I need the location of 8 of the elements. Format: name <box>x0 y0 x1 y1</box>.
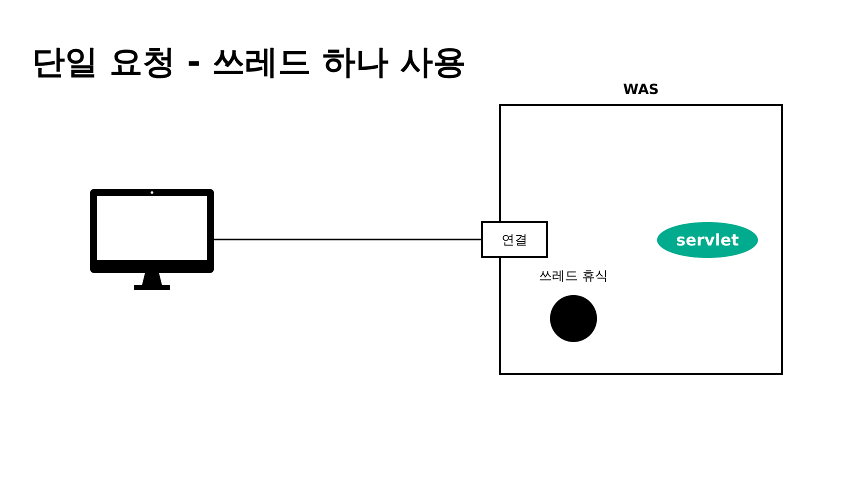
node-caption: 쓰레드 휴식 <box>538 268 608 285</box>
connector-line <box>214 238 481 240</box>
box-label: 연결 <box>502 232 528 248</box>
diagram-title: 단일 요청 - 쓰레드 하나 사용 <box>32 41 466 83</box>
monitor-icon <box>90 189 214 290</box>
servlet-label: servlet <box>676 230 739 250</box>
container-heading: WAS <box>623 82 659 98</box>
process-box <box>481 221 548 258</box>
